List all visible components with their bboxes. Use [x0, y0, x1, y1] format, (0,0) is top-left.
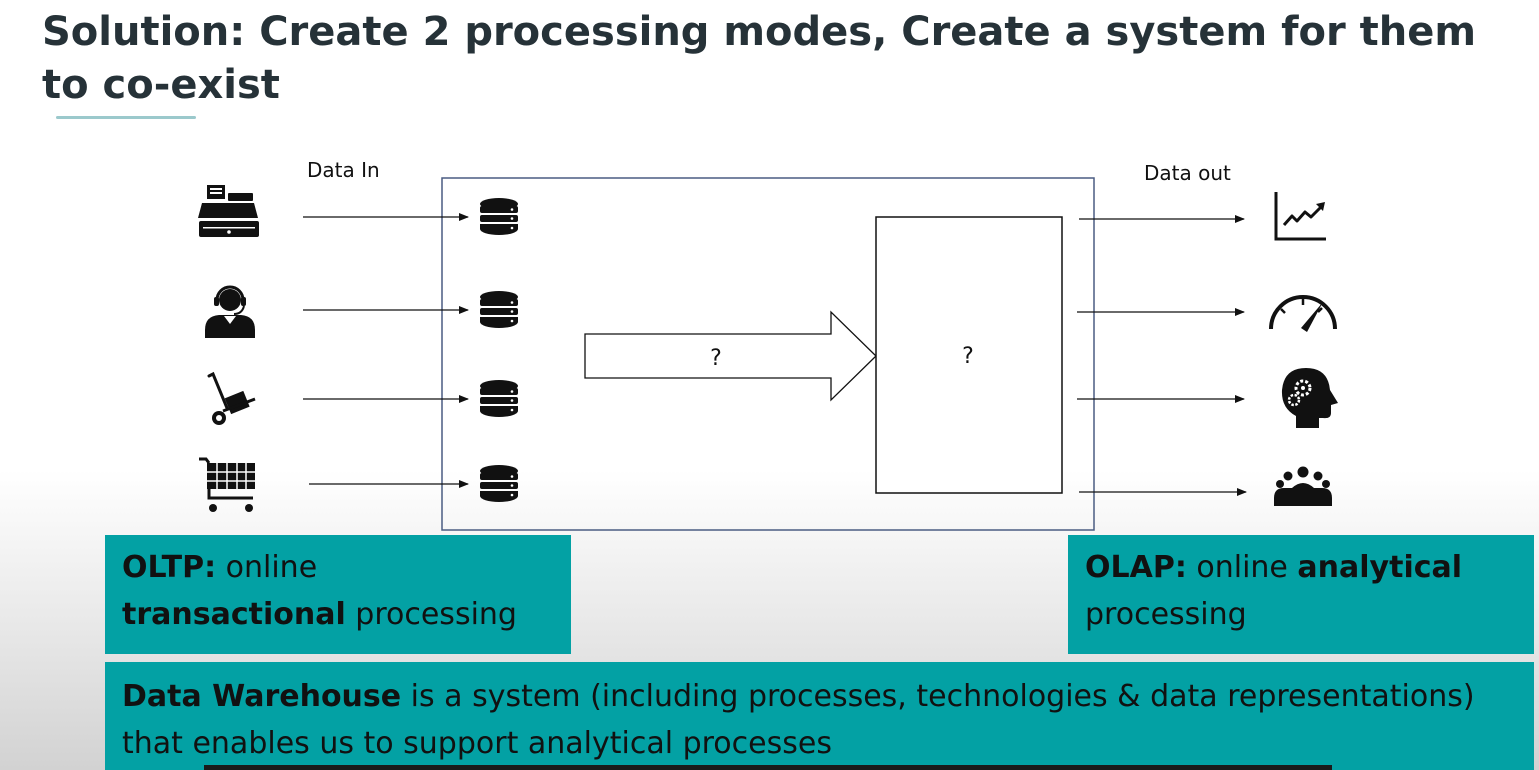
- data-warehouse-text: that enables us to support analytical pr…: [122, 726, 832, 761]
- olap-term: OLAP:: [1085, 550, 1187, 585]
- olap-text: online: [1186, 550, 1298, 585]
- etl-arrow: [584, 310, 877, 402]
- video-progress-bar: [204, 765, 1332, 770]
- database-icon: [480, 380, 518, 417]
- process-box-label: ?: [962, 344, 974, 369]
- oltp-box: OLTP: online transactional processing: [105, 535, 571, 654]
- database-icon: [480, 291, 518, 328]
- hand-truck-icon: [207, 371, 256, 425]
- team-icon: [1274, 466, 1332, 506]
- head-gears-icon: [1281, 368, 1338, 428]
- data-warehouse-text: is a system (including processes, techno…: [401, 679, 1475, 714]
- olap-text: processing: [1085, 597, 1247, 632]
- data-warehouse-term: Data Warehouse: [122, 679, 402, 714]
- oltp-transactional: transactional: [122, 597, 346, 632]
- process-box: [875, 216, 1063, 494]
- customer-service-icon: [205, 285, 255, 338]
- olap-analytical: analytical: [1297, 550, 1463, 585]
- data-out-label: Data out: [1144, 161, 1231, 185]
- data-in-label: Data In: [307, 158, 380, 182]
- oltp-text: online: [216, 550, 318, 585]
- oltp-frame: [441, 177, 1095, 531]
- oltp-text: processing: [345, 597, 517, 632]
- olap-box: OLAP: online analytical processing: [1068, 535, 1534, 654]
- title-underline: [56, 116, 196, 119]
- etl-arrow-label: ?: [710, 346, 722, 371]
- line-chart-icon: [1274, 192, 1326, 241]
- database-icon: [480, 198, 518, 235]
- oltp-term: OLTP:: [122, 550, 217, 585]
- database-icon: [480, 465, 518, 502]
- shopping-cart-icon: [199, 457, 255, 512]
- slide-title: Solution: Create 2 processing modes, Cre…: [42, 9, 1477, 108]
- cash-register-icon: [198, 185, 259, 237]
- speedometer-icon: [1269, 295, 1337, 332]
- data-warehouse-box: Data Warehouse is a system (including pr…: [105, 662, 1534, 770]
